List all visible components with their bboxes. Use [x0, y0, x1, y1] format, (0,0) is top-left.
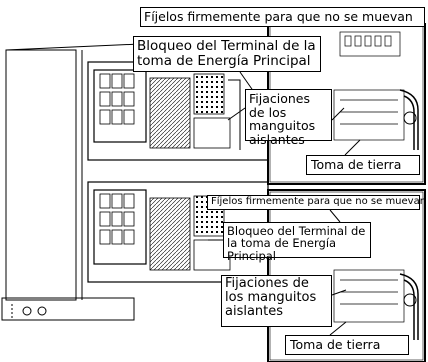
upper-fix-firmly-label: Fíjelos firmemente para que no se muevan	[140, 7, 425, 27]
callout-pointers	[208, 71, 361, 336]
lower-ground-connection-label: Toma de tierra	[285, 335, 409, 355]
lower-insulating-sleeve-fixings-label: Fijaciones de los manguitos aislantes	[221, 275, 332, 327]
unit-chassis	[1, 43, 141, 321]
lower-fix-firmly-label: Fíjelos firmemente para que no se muevan	[207, 195, 426, 210]
upper-control-board	[87, 61, 269, 161]
upper-main-power-terminal-block-label: Bloqueo del Terminal de la toma de Energ…	[133, 36, 321, 72]
lower-main-power-terminal-block-label: Bloqueo del Terminal de la toma de Energ…	[223, 222, 371, 262]
upper-insulating-sleeve-fixings-label: Fijaciones de los manguitos aislantes	[245, 89, 332, 146]
lower-control-board	[87, 181, 269, 283]
upper-ground-connection-label: Toma de tierra	[306, 155, 420, 175]
